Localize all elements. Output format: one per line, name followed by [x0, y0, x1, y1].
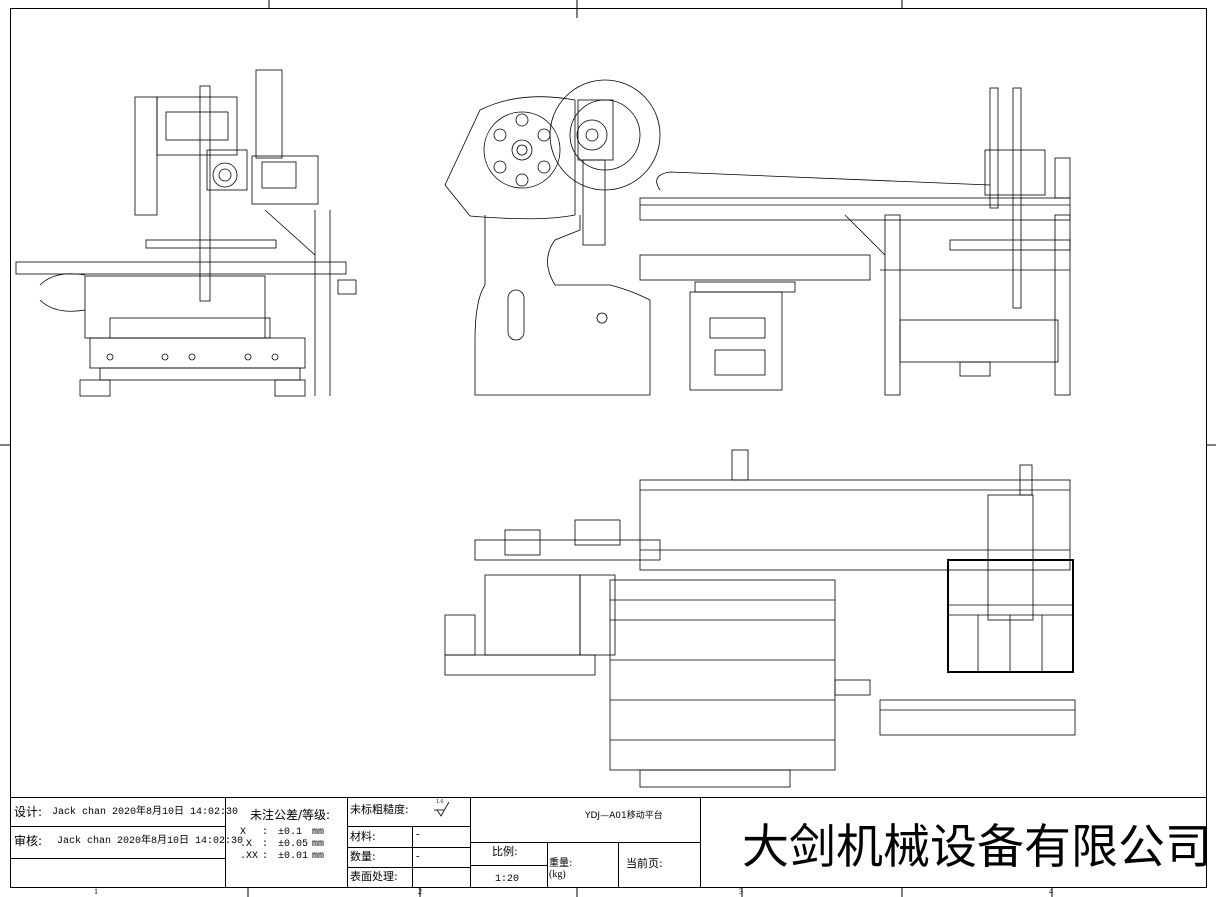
- tolerance-format: X: [240, 827, 247, 838]
- tolerance-sep: :: [262, 851, 269, 862]
- roughness-value: 1.6: [436, 799, 444, 805]
- material-value: -: [416, 828, 420, 840]
- tolerance-title: 未注公差/等级:: [250, 808, 331, 822]
- company-name: 大剑机械设备有限公司: [742, 820, 1212, 875]
- designer-value: Jack chan 2020年8月10日 14:02:30: [52, 807, 239, 818]
- title-block-lines: [10, 797, 1206, 897]
- quantity-value: -: [416, 850, 420, 862]
- tolerance-value: ±0.05: [278, 839, 309, 850]
- material-label: 材料:: [350, 830, 376, 843]
- drawing-border: [10, 8, 1207, 888]
- plan-view: [444, 449, 1076, 788]
- roughness-label: 未标粗糙度:: [350, 803, 409, 816]
- zone-label: 3: [739, 887, 743, 896]
- side-view-press: [444, 79, 871, 396]
- tolerance-unit: mm: [312, 851, 325, 862]
- roughness-symbol: [434, 801, 450, 817]
- tolerance-unit: mm: [312, 839, 325, 850]
- weight-unit: (kg): [549, 869, 566, 880]
- reviewer-value: Jack chan 2020年8月10日 14:02:30: [57, 836, 244, 847]
- surface-label: 表面处理:: [350, 870, 398, 883]
- tolerance-value: ±0.01: [278, 851, 309, 862]
- drawing-title: YDJ—A01移动平台: [585, 811, 663, 821]
- zone-label: 4: [1049, 887, 1053, 896]
- page-label: 当前页:: [626, 857, 663, 870]
- front-view: [15, 69, 357, 397]
- zone-label: 1: [94, 887, 98, 896]
- zone-label: 2: [418, 887, 422, 896]
- weight-label: 重量:: [549, 858, 573, 869]
- right-view: [639, 87, 1071, 396]
- tolerance-sep: :: [262, 839, 269, 850]
- tolerance-value: ±0.1: [278, 827, 303, 838]
- tolerance-sep: :: [262, 827, 269, 838]
- tolerance-format: .X: [240, 839, 253, 850]
- designer-label: 设计:: [14, 805, 43, 819]
- reviewer-label: 审核:: [14, 834, 43, 848]
- scale-label: 比例:: [492, 845, 518, 858]
- tolerance-unit: mm: [312, 827, 325, 838]
- tolerance-format: .XX: [240, 851, 259, 862]
- quantity-label: 数量:: [350, 850, 376, 863]
- scale-value: 1:20: [495, 874, 520, 885]
